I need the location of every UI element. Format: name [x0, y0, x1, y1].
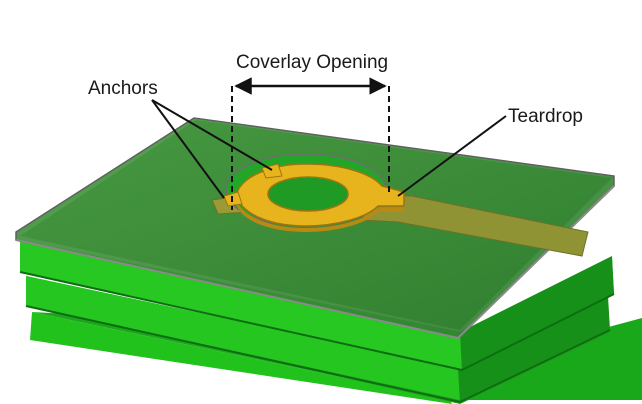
substrate-layer-middle — [26, 276, 610, 404]
pad-hole — [267, 176, 349, 212]
layer-separators — [19, 271, 615, 404]
teardrop-leader — [397, 115, 507, 197]
anchors-label: Anchors — [88, 78, 158, 99]
coverlay-opening-label: Coverlay Opening — [236, 52, 388, 73]
anchors-leader-1 — [151, 99, 225, 199]
teardrop-label: Teardrop — [508, 106, 583, 127]
anchors-leader-2 — [151, 99, 273, 171]
